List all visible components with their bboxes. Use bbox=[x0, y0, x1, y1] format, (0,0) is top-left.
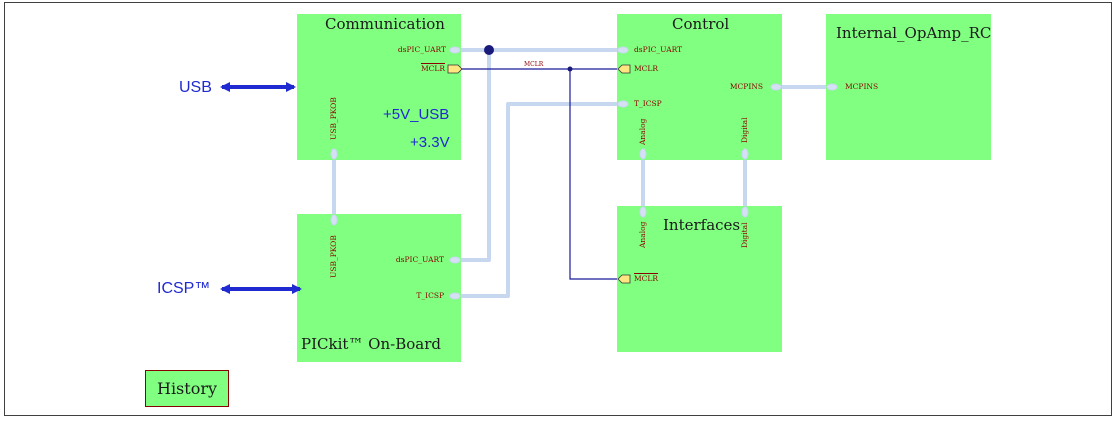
bus-icsp-pickit-control bbox=[461, 102, 617, 298]
control-title: Control bbox=[672, 15, 730, 33]
wire-junction bbox=[567, 66, 573, 72]
pickit-port-icsp: T_ICSP bbox=[416, 291, 444, 300]
control-port-analog: Analog bbox=[638, 118, 647, 145]
wire-mclr-interfaces bbox=[569, 69, 617, 280]
pickit-port-uart: dsPIC_UART bbox=[395, 255, 444, 264]
interfaces-block[interactable] bbox=[617, 206, 782, 352]
comm-port-mclr: MCLR bbox=[420, 64, 445, 73]
pickit-port-pkob: USB_PKOB bbox=[329, 235, 338, 278]
bus-uart-pickit bbox=[461, 50, 491, 262]
usb-label: USB bbox=[179, 79, 212, 96]
interfaces-port-analog: Analog bbox=[638, 221, 647, 248]
pickit-block[interactable] bbox=[297, 214, 461, 362]
comm-port-pkob: USB_PKOB bbox=[329, 97, 338, 140]
history-button[interactable]: History bbox=[145, 370, 229, 407]
control-port-mcpins: MCPINS bbox=[729, 82, 763, 91]
mclr-net-label: MCLR bbox=[524, 61, 544, 68]
mclr-port-out bbox=[447, 64, 463, 74]
bus-junction bbox=[484, 45, 494, 55]
interfaces-port-mclr: MCLR bbox=[634, 274, 659, 283]
control-port-digital: Digital bbox=[740, 117, 749, 144]
comm-label-3v3: +3.3V bbox=[410, 134, 450, 151]
opamp-port-mcpins: MCPINS bbox=[845, 82, 879, 91]
pickit-title: PICkit™ On-Board bbox=[301, 335, 441, 353]
control-port-icsp: T_ICSP bbox=[634, 99, 662, 108]
opamp-block[interactable] bbox=[826, 14, 991, 160]
communication-block[interactable] bbox=[297, 14, 461, 160]
icsp-label: ICSP™ bbox=[157, 280, 211, 297]
mclr-port-in-control bbox=[617, 64, 631, 74]
control-block[interactable] bbox=[617, 14, 782, 160]
schematic-frame bbox=[4, 2, 1112, 416]
mclr-port-in-interfaces bbox=[617, 274, 631, 284]
interfaces-port-digital: Digital bbox=[740, 222, 749, 249]
control-port-mclr: MCLR bbox=[634, 64, 659, 73]
interfaces-title: Interfaces bbox=[663, 216, 741, 234]
opamp-title: Internal_OpAmp_RC bbox=[836, 24, 992, 42]
comm-port-uart: dsPIC_UART bbox=[397, 45, 446, 54]
control-port-uart: dsPIC_UART bbox=[634, 45, 683, 54]
comm-label-5v: +5V_USB bbox=[383, 106, 450, 123]
communication-title: Communication bbox=[325, 15, 445, 33]
